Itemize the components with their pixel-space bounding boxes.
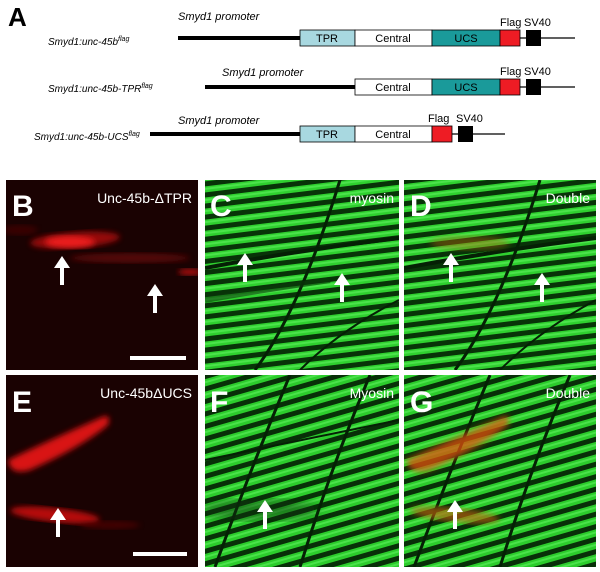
sv40-box (526, 30, 541, 46)
construct-2-name: Smyd1:unc-45b-TPRflag (48, 83, 153, 95)
panel-e-letter: E (12, 386, 32, 419)
scale-bar (130, 356, 186, 360)
construct-2-promoter: Smyd1 promoter (222, 67, 305, 79)
arrow-icon (50, 508, 66, 537)
panel-e-image (6, 375, 198, 567)
flag-tag (499, 29, 521, 47)
central-label: Central (375, 82, 410, 94)
panel-d-caption: Double (546, 190, 591, 206)
arrow-icon (534, 273, 550, 302)
panel-e: E Unc-45bΔUCS (6, 375, 198, 567)
construct-2: Smyd1:unc-45b-TPRflag Smyd1 promoter Cen… (48, 66, 575, 96)
sv40-label: SV40 (524, 17, 551, 29)
arrow-icon (147, 284, 163, 313)
panel-c: C myosin (205, 180, 399, 370)
arrow-icon (257, 500, 273, 529)
flag-label: Flag (428, 113, 449, 125)
panel-b-image (6, 180, 198, 370)
panel-c-caption: myosin (350, 190, 394, 206)
arrow-icon (237, 253, 253, 282)
construct-1-name: Smyd1:unc-45bflag (48, 36, 129, 48)
arrow-icon (54, 256, 70, 285)
scale-bar (133, 552, 187, 556)
arrow-icon (334, 273, 350, 302)
panel-f: F Myosin (205, 375, 399, 567)
panel-d: D Double (404, 180, 596, 370)
panel-d-image (404, 180, 596, 370)
central-label: Central (375, 33, 410, 45)
flag-tag (499, 78, 521, 96)
tpr-label: TPR (316, 129, 338, 141)
panel-b-caption: Unc-45b-ΔTPR (97, 190, 192, 206)
flag-label: Flag (500, 66, 521, 78)
ucs-label: UCS (454, 33, 477, 45)
sv40-label: SV40 (524, 66, 551, 78)
sv40-box (526, 79, 541, 95)
construct-1: Smyd1:unc-45bflag Smyd1 promoter TPR Cen… (48, 11, 575, 48)
panel-f-caption: Myosin (350, 385, 394, 401)
panel-e-caption: Unc-45bΔUCS (100, 385, 192, 401)
panel-c-image (205, 180, 399, 370)
panel-g-image (404, 375, 596, 567)
panel-f-image (205, 375, 399, 567)
central-label: Central (375, 129, 410, 141)
panel-b-letter: B (12, 190, 34, 223)
panel-f-letter: F (210, 386, 228, 419)
construct-3-name: Smyd1:unc-45b-UCSflag (34, 131, 140, 143)
panel-g-caption: Double (546, 385, 591, 401)
construct-3: Smyd1:unc-45b-UCSflag Smyd1 promoter TPR… (34, 113, 505, 143)
construct-3-promoter: Smyd1 promoter (178, 115, 261, 127)
sv40-box (458, 126, 473, 142)
sv40-label: SV40 (456, 113, 483, 125)
panel-b: B Unc-45b-ΔTPR (6, 180, 198, 370)
panel-g-letter: G (410, 386, 433, 419)
flag-tag (431, 125, 453, 143)
panel-d-letter: D (410, 190, 432, 223)
arrow-icon (443, 253, 459, 282)
flag-label: Flag (500, 17, 521, 29)
arrow-icon (447, 500, 463, 529)
panel-a-label: A (8, 2, 27, 32)
ucs-label: UCS (454, 82, 477, 94)
construct-1-promoter: Smyd1 promoter (178, 11, 261, 23)
panel-g: G Double (404, 375, 596, 567)
tpr-label: TPR (316, 33, 338, 45)
panel-c-letter: C (210, 190, 232, 223)
